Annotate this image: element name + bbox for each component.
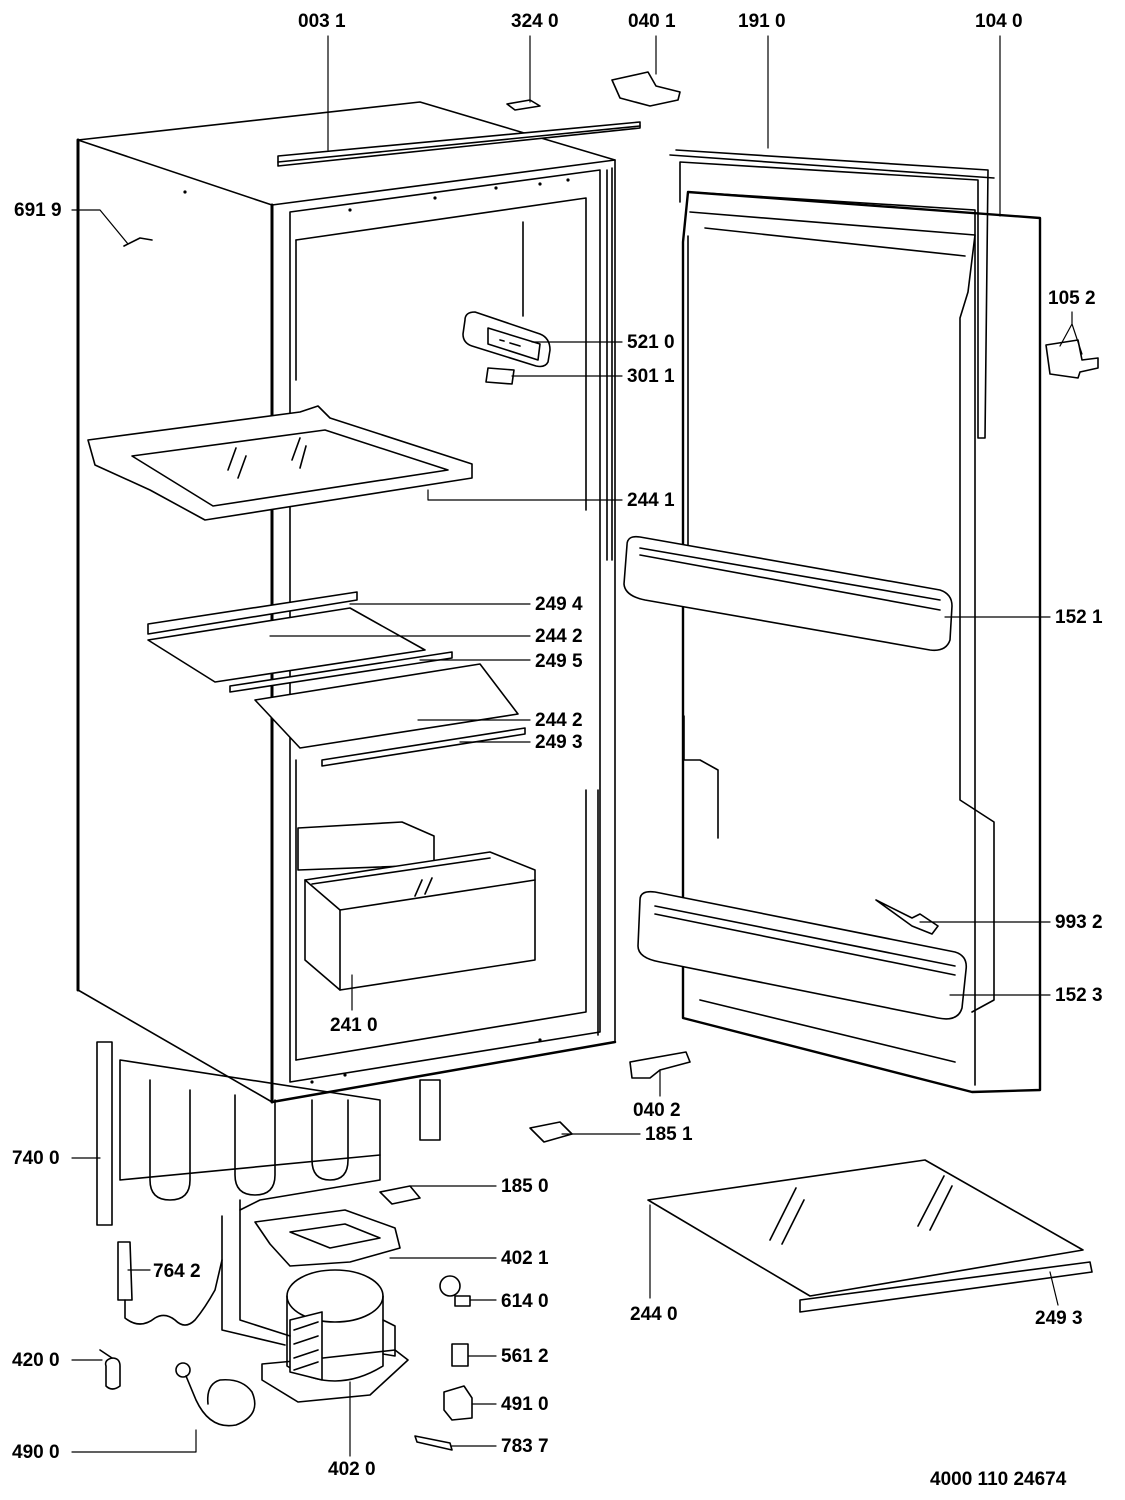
- callout-1523: 152 3: [1055, 985, 1103, 1006]
- document-number: 4000 110 24674: [930, 1469, 1067, 1490]
- callout-1850: 185 0: [501, 1176, 549, 1197]
- callout-3240: 324 0: [511, 11, 559, 32]
- callout-9932: 993 2: [1055, 912, 1103, 933]
- callout-6140: 614 0: [501, 1291, 549, 1312]
- callout-1521: 152 1: [1055, 607, 1103, 628]
- callout-5612: 561 2: [501, 1346, 549, 1367]
- callout-2410: 241 0: [330, 1015, 378, 1036]
- callout-7400: 740 0: [12, 1148, 60, 1169]
- callout-4200: 420 0: [12, 1350, 60, 1371]
- callout-3011: 301 1: [627, 366, 675, 387]
- door-assembly: [623, 149, 1099, 1094]
- callout-2495: 249 5: [535, 651, 583, 672]
- callout-2493-glass: 249 3: [1035, 1308, 1083, 1329]
- callout-2440: 244 0: [630, 1304, 678, 1325]
- callout-2442-upper: 244 2: [535, 626, 583, 647]
- callout-2442-lower: 244 2: [535, 710, 583, 731]
- callout-0401: 040 1: [628, 11, 676, 32]
- callout-4020: 402 0: [328, 1459, 376, 1480]
- callout-4021: 402 1: [501, 1248, 549, 1269]
- callout-6919: 691 9: [14, 200, 62, 221]
- callout-5210: 521 0: [627, 332, 675, 353]
- callout-7642: 764 2: [153, 1261, 201, 1282]
- callout-1040: 104 0: [975, 11, 1023, 32]
- callout-1910: 191 0: [738, 11, 786, 32]
- callout-0402: 040 2: [633, 1100, 681, 1121]
- callout-4910: 491 0: [501, 1394, 549, 1415]
- callout-1052: 105 2: [1048, 288, 1096, 309]
- misc-parts: [96, 899, 1093, 1451]
- callout-2494: 249 4: [535, 594, 583, 615]
- leader-lines: [71, 35, 1083, 1457]
- cabinet-body: [76, 71, 681, 1104]
- callout-2441: 244 1: [627, 490, 675, 511]
- callout-4900: 490 0: [12, 1442, 60, 1463]
- callout-1851: 185 1: [645, 1124, 693, 1145]
- callout-7837: 783 7: [501, 1436, 549, 1457]
- callout-0031: 003 1: [298, 11, 346, 32]
- callout-2493-shelf: 249 3: [535, 732, 583, 753]
